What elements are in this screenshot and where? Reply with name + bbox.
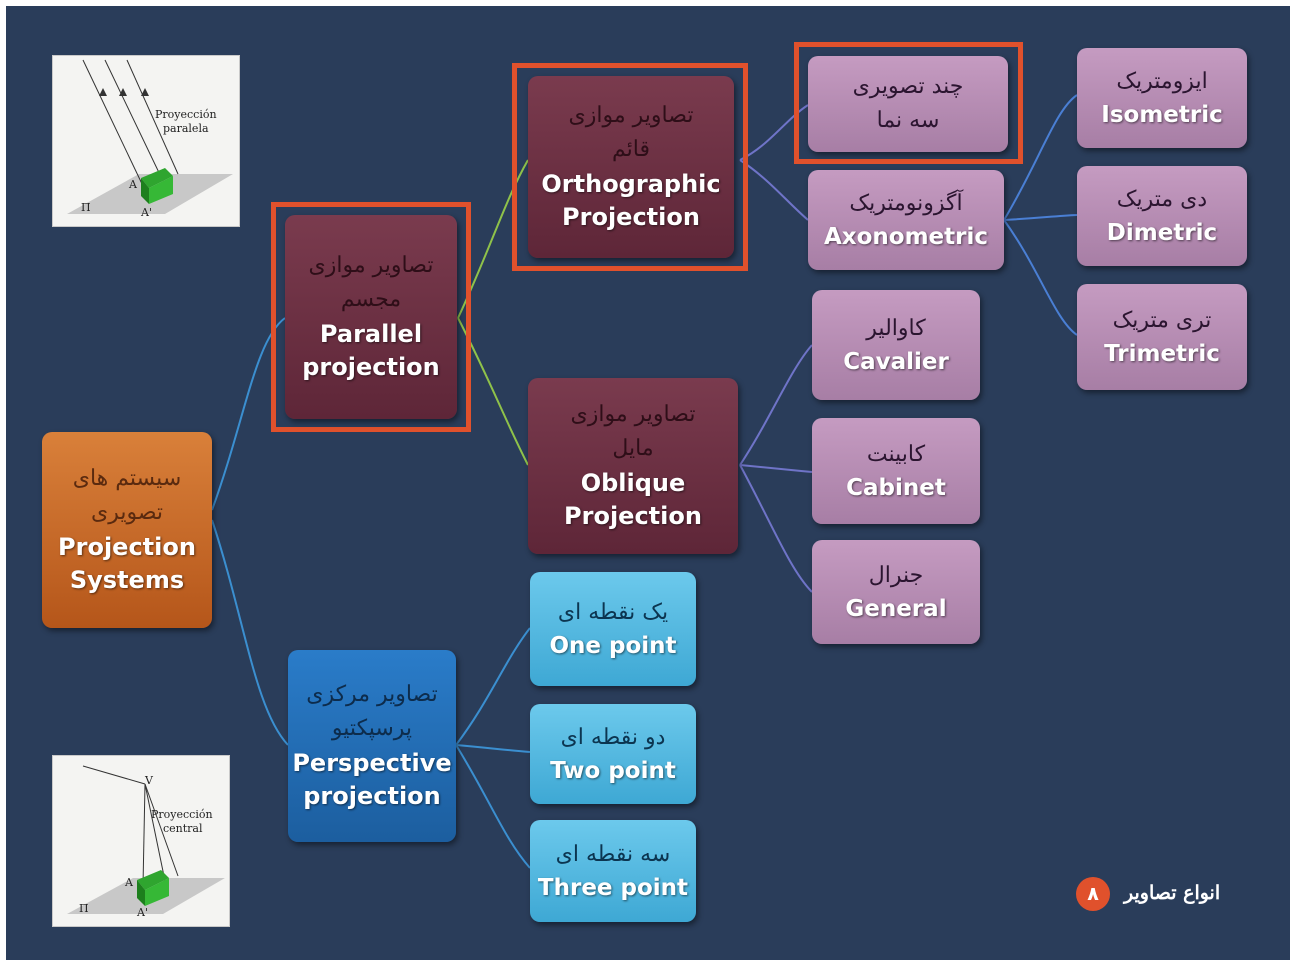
parallel-projection-thumbnail: Proyección paralela Π A A' <box>52 55 240 227</box>
node-label-fa: یک نقطه ای <box>557 599 669 625</box>
node-label-fa: تری متریک <box>1112 307 1212 333</box>
perspective-projection-node: تصاویر مرکزی پرسپکتیو Perspective projec… <box>288 650 456 842</box>
central-projection-thumbnail: V Proyección central Π A A' <box>52 755 230 927</box>
figure-number-badge: ۸ <box>1076 877 1110 911</box>
three-point-node: سه نقطه ای Three point <box>530 820 696 922</box>
node-label-en: Projection <box>562 203 700 232</box>
node-label-en: General <box>845 595 947 622</box>
thumbnail-projected-point-label: A' <box>137 906 148 919</box>
node-label-fa: سه نما <box>876 108 940 133</box>
thumbnail-caption-line-1: Proyección <box>151 808 213 821</box>
parallel-projection-node: تصاویر موازی مجسم Parallel projection <box>285 215 457 419</box>
node-label-fa: کاوالیر <box>866 315 926 341</box>
node-label-fa: دو نقطه ای <box>560 724 666 750</box>
dimetric-node: دی متریک Dimetric <box>1077 166 1247 266</box>
thumbnail-point-label: A <box>125 876 133 889</box>
node-label-fa: ایزومتریک <box>1116 68 1208 94</box>
node-label-en: Perspective <box>292 748 452 777</box>
multiview-highlight-frame <box>794 42 1023 164</box>
thumbnail-plane-label: Π <box>79 902 89 915</box>
node-label-en: Trimetric <box>1104 340 1220 367</box>
node-label-en: Dimetric <box>1106 219 1218 246</box>
thumbnail-caption-line-2: paralela <box>163 122 209 135</box>
node-label-en: Systems <box>69 566 185 595</box>
central-projection-illustration <box>67 765 225 914</box>
node-label-fa: مجسم <box>340 287 402 313</box>
axonometric-node: آگزونومتریک Axonometric <box>808 170 1004 270</box>
general-node: جنرال General <box>812 540 980 644</box>
node-label-en: Oblique <box>580 468 686 497</box>
one-point-node: یک نقطه ای One point <box>530 572 696 686</box>
node-label-fa: تصاویر موازی <box>568 103 694 129</box>
multiview-node: چند تصویری سه نما <box>808 56 1008 152</box>
orthographic-projection-node: تصاویر موازی قائم Orthographic Projectio… <box>528 76 734 258</box>
cabinet-node: کابینت Cabinet <box>812 418 980 524</box>
node-label-fa: سه نقطه ای <box>555 841 671 867</box>
isometric-node: ایزومتریک Isometric <box>1077 48 1247 148</box>
thumbnail-caption-line-2: central <box>163 822 203 835</box>
node-label-fa: چند تصویری <box>852 73 964 99</box>
node-label-en: Cabinet <box>846 474 946 501</box>
parallel-projection-illustration <box>67 59 233 214</box>
node-label-fa: کابینت <box>866 441 926 467</box>
node-label-en: Two point <box>550 757 676 784</box>
node-label-en: projection <box>303 782 441 811</box>
parallel-highlight-frame <box>271 202 471 432</box>
node-label-en: Projection <box>58 532 196 561</box>
two-point-node: دو نقطه ای Two point <box>530 704 696 804</box>
node-label-en: Axonometric <box>823 223 989 250</box>
thumbnail-plane-label: Π <box>81 201 91 214</box>
node-label-fa: جنرال <box>868 562 924 588</box>
node-label-fa: تصاویر مرکزی <box>306 682 438 708</box>
trimetric-node: تری متریک Trimetric <box>1077 284 1247 390</box>
projection-systems-node: سیستم های تصویری Projection Systems <box>42 432 212 628</box>
thumbnail-caption-line-1: Proyección <box>155 108 217 121</box>
node-label-en: projection <box>302 353 440 382</box>
node-label-en: Parallel <box>319 319 423 348</box>
node-label-en: Orthographic <box>541 169 721 198</box>
orthographic-highlight-frame <box>512 63 748 271</box>
node-label-fa: مایل <box>612 436 654 462</box>
thumbnail-projected-point-label: A' <box>141 206 152 219</box>
node-label-fa: تصاویر موازی <box>570 402 696 428</box>
oblique-projection-node: تصاویر موازی مایل Oblique Projection <box>528 378 738 554</box>
thumbnail-point-label: A <box>129 178 137 191</box>
node-label-en: One point <box>549 632 677 659</box>
node-label-en: Cavalier <box>843 348 949 375</box>
cavalier-node: کاوالیر Cavalier <box>812 290 980 400</box>
node-label-fa: سیستم های <box>72 466 182 492</box>
node-label-en: Three point <box>537 874 689 901</box>
node-label-en: Projection <box>564 502 702 531</box>
node-label-fa: دی متریک <box>1116 186 1208 212</box>
figure-caption: انواع تصاویر <box>1124 882 1221 904</box>
node-label-fa: آگزونومتریک <box>849 190 963 216</box>
node-label-fa: قائم <box>612 137 650 163</box>
thumbnail-vertex-label: V <box>145 774 153 787</box>
node-label-fa: تصویری <box>90 500 164 526</box>
node-label-fa: پرسپکتیو <box>331 716 413 742</box>
node-label-fa: تصاویر موازی <box>308 253 434 279</box>
node-label-en: Isometric <box>1101 101 1223 128</box>
